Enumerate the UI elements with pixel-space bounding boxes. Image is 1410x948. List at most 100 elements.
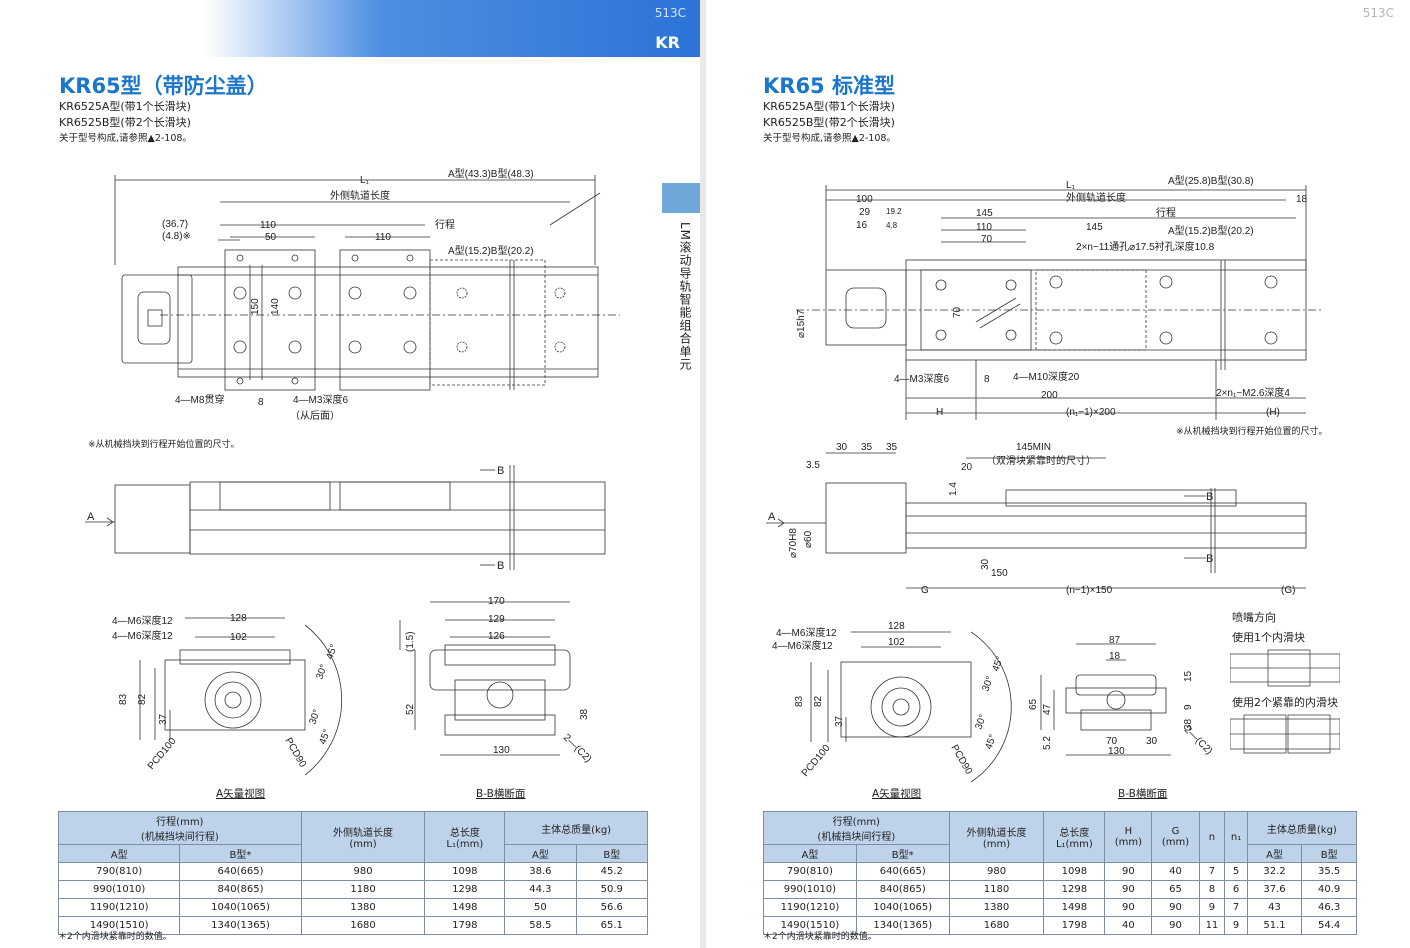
- callout-m10: 4—M10深度20: [1013, 370, 1080, 383]
- dim-82: 82: [137, 693, 148, 705]
- dim-110-a: 110: [260, 220, 276, 231]
- dim-8: 8: [258, 397, 264, 408]
- nozzle-heading: 喷嘴方向: [1232, 611, 1276, 624]
- dim-5-2: 5.2: [1042, 736, 1053, 750]
- dim-8: 8: [984, 374, 990, 385]
- note-stroke: ※从机械挡块到行程开始位置的尺寸。: [88, 440, 240, 450]
- dim-145min: 145MIN: [1016, 442, 1051, 453]
- dim-92: 92: [395, 686, 398, 698]
- th-stroke: 行程(mm)(机械挡块间行程): [763, 811, 950, 845]
- callout-m6-a: 4—M6深度12: [776, 626, 837, 639]
- note-145min: （双滑块紧靠时的尺寸）: [986, 454, 1096, 467]
- callout-m3: 4—M3深度6: [894, 372, 949, 385]
- side-view-drawing: A B B: [85, 465, 606, 572]
- callout-back: （从后面）: [290, 410, 340, 422]
- dim-1-4: 1.4: [948, 482, 959, 496]
- top-view-drawing: L₁ A型(25.8)B型(30.8) 100 外侧轨道长度 18 29 19.…: [796, 174, 1321, 420]
- dim-l1: L₁: [360, 175, 370, 186]
- dim-phi15: ⌀15h7: [796, 309, 807, 338]
- view-a-arrow: A: [87, 511, 95, 523]
- angle-30-a: 30°: [314, 663, 330, 681]
- callout-m6-a: 4—M6深度12: [112, 614, 173, 627]
- right-page: 513C KR65 标准型 KR6525A型(带1个长滑块) KR6525B型(…: [706, 0, 1410, 948]
- dim-ab-top: A型(25.8)B型(30.8): [1168, 174, 1254, 187]
- callout-m6-b: 4—M6深度12: [112, 629, 173, 642]
- dim-83: 83: [794, 695, 805, 707]
- dim-70-v: 70: [952, 306, 963, 318]
- pcd-90: PCD90: [948, 743, 974, 777]
- a-view-drawing: 128 102 4—M6深度12 4—M6深度12 83 82 37 PCD10…: [772, 621, 1012, 783]
- dim-150: 150: [250, 298, 261, 315]
- caption-bb: B-B横断面: [476, 788, 526, 800]
- subtitle-b: KR6525B型(带2个长滑块): [59, 116, 191, 129]
- th-stroke: 行程(mm)(机械挡块间行程): [58, 811, 302, 845]
- dim-g-paren: (G): [1281, 585, 1295, 596]
- subtitle-a: KR6525A型(带1个长滑块): [763, 100, 895, 113]
- dim-102: 102: [888, 637, 905, 648]
- dim-9: 9: [1183, 704, 1194, 710]
- caption-bb: B-B横断面: [1118, 788, 1168, 800]
- callout-m2-6: 2×n₁−M2.6深度4: [1216, 386, 1290, 399]
- th-mass-a: A型: [504, 844, 577, 863]
- dim-ab-mid: A型(15.2)B型(20.2): [1168, 224, 1254, 237]
- dim-30-b: 30: [980, 558, 991, 570]
- dim-145-b: 145: [1086, 222, 1103, 233]
- dim-35-a: 35: [861, 442, 873, 453]
- dim-18: 18: [1296, 194, 1308, 205]
- callout-holes: 2×n−11通孔⌀17.5衬孔深度10.8: [1076, 240, 1215, 253]
- dim-145-a: 145: [976, 208, 993, 219]
- dim-4-8: (4.8)※: [162, 231, 191, 242]
- angle-45-a: 45°: [324, 643, 340, 661]
- dim-29: 29: [859, 207, 871, 218]
- side-view-drawing: 30 35 35 145MIN （双滑块紧靠时的尺寸） 3.5 20 1.4 ⌀…: [766, 442, 1307, 596]
- footnote: ＊2个内滑块紧靠时的数值。: [58, 932, 172, 942]
- callout-m3: 4—M3深度6: [293, 393, 348, 406]
- th-mass-b: B型: [1301, 844, 1357, 863]
- dim-outer-rail: 外侧轨道长度: [1066, 191, 1126, 204]
- section-b-bottom: B: [1206, 553, 1213, 565]
- side-text: LM滚动导轨智能组合单元: [678, 222, 692, 372]
- section-b-bottom: B: [497, 560, 504, 572]
- th-mass: 主体总质量(kg): [1246, 811, 1358, 845]
- dim-110: 110: [976, 222, 992, 233]
- page-title: KR65型（带防尘盖）: [59, 74, 268, 98]
- page-title: KR65 标准型: [763, 74, 895, 98]
- th-rail: 外侧轨道长度(mm): [948, 811, 1045, 863]
- dim-ab-top: A型(43.3)B型(48.3): [448, 167, 534, 180]
- section-b-top: B: [1206, 491, 1213, 503]
- side-tab: [662, 183, 700, 213]
- nozzle-two-slider: 使用2个紧靠的内滑块: [1232, 696, 1338, 709]
- header-banner: 513C KR: [205, 0, 700, 57]
- dim-38: 38: [579, 708, 590, 720]
- subtitle-a: KR6525A型(带1个长滑块): [59, 100, 191, 113]
- reference-note: 关于型号构成,请参照▲2-108。: [59, 133, 192, 144]
- dim-16: 16: [856, 220, 868, 231]
- dim-h-paren: (H): [1266, 407, 1280, 418]
- dim-ab-mid: A型(15.2)B型(20.2): [448, 244, 534, 257]
- dim-36-7: (36.7): [162, 219, 188, 230]
- note-stroke: ※从机械挡块到行程开始位置的尺寸。: [1176, 427, 1328, 437]
- dim-n-150: (n−1)×150: [1066, 585, 1113, 596]
- bb-section-drawing: 170 129 126 (1.5) 92 52 38 130 2—(C2): [395, 596, 593, 765]
- dim-87: 87: [1109, 635, 1121, 646]
- dim-1-5: (1.5): [405, 631, 416, 652]
- callout-m8: 4—M8贯穿: [175, 393, 224, 406]
- section-b-top: B: [497, 465, 504, 477]
- dim-30: 30: [836, 442, 848, 453]
- page-number: 513C: [1362, 6, 1394, 20]
- left-page: 513C KR KR65型（带防尘盖） KR6525A型(带1个长滑块) KR6…: [0, 0, 700, 948]
- th-mass-b: B型: [575, 844, 649, 863]
- nozzle-one-slider: 使用1个内滑块: [1232, 631, 1305, 644]
- bb-section-drawing: 87 18 65 47 15 9 38 5.2 70 30 130 2—(C2): [1028, 635, 1214, 757]
- dim-g: G: [921, 585, 929, 596]
- angle-30-b: 30°: [307, 708, 323, 726]
- subtitle-b: KR6525B型(带2个长滑块): [763, 116, 895, 129]
- dim-140: 140: [270, 298, 281, 315]
